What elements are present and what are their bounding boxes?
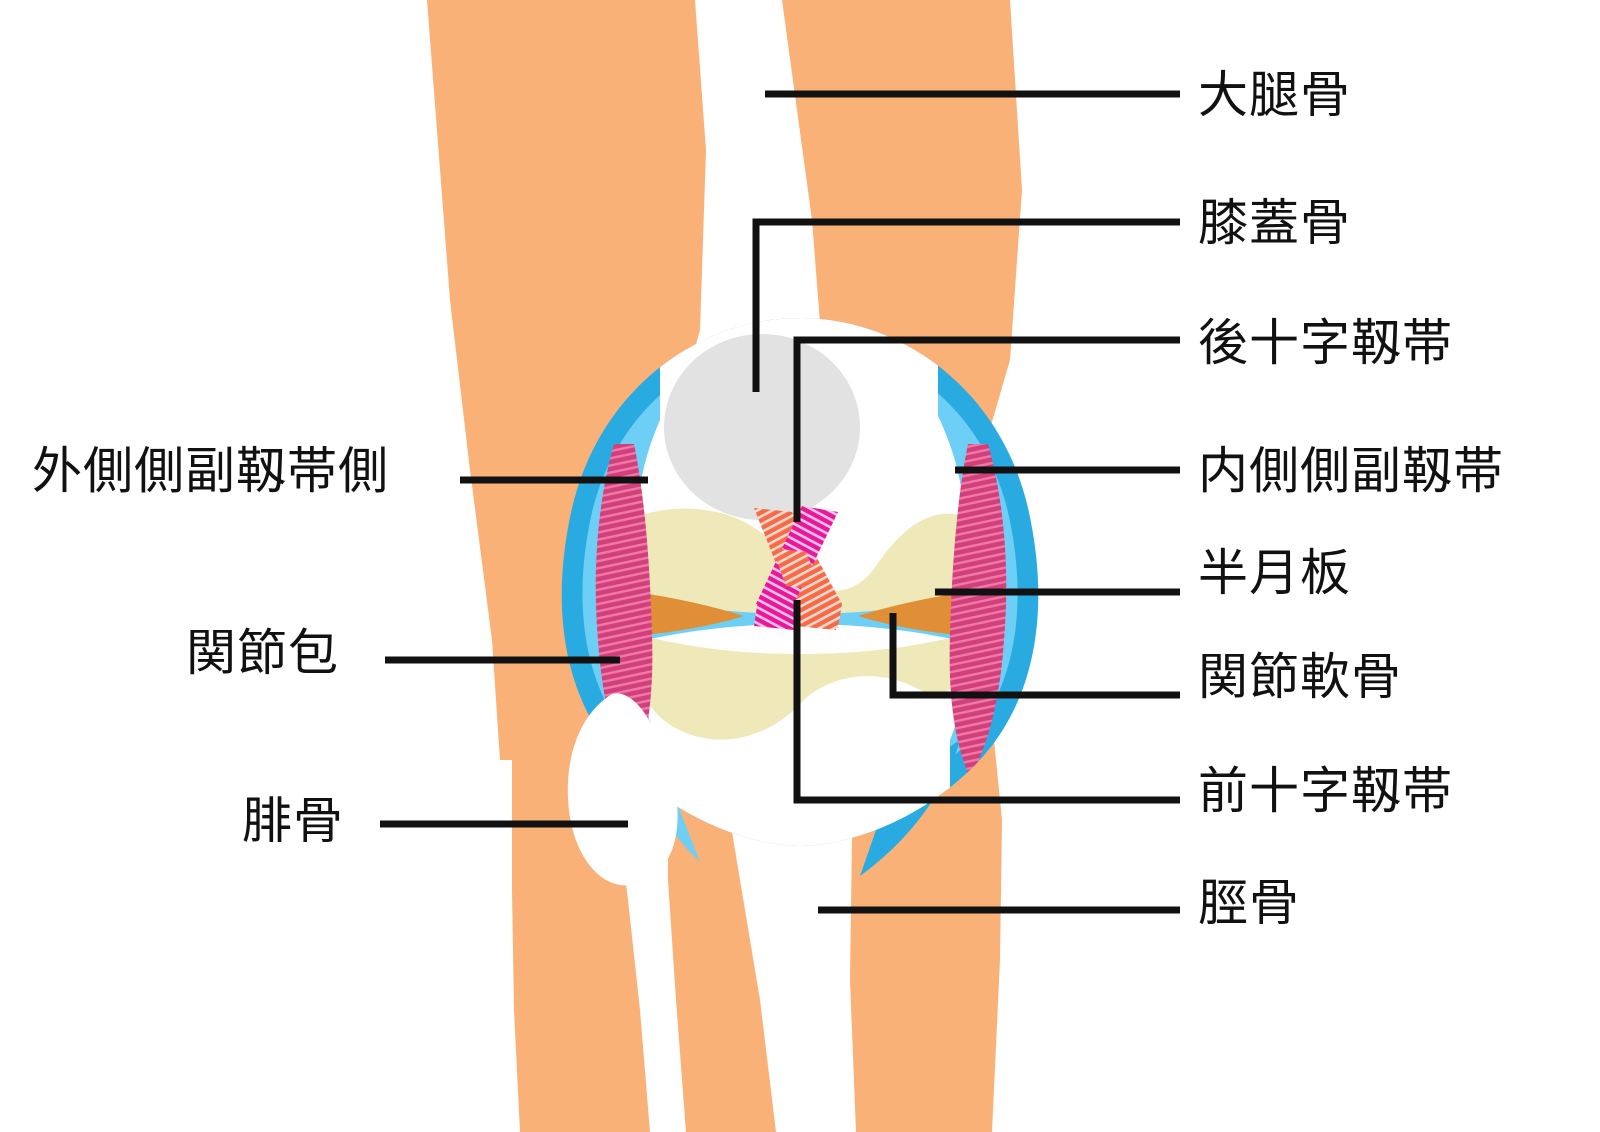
tibial-cartilage — [635, 634, 966, 740]
upper-leg-left-skin — [427, 0, 706, 760]
lower-leg-left-skin — [512, 690, 650, 1132]
leader-patella — [752, 218, 1180, 392]
lcl-band — [595, 444, 653, 778]
leader-cartilage — [889, 613, 1180, 699]
fibula-bone — [567, 693, 678, 886]
label-fibula: 腓骨 — [242, 793, 344, 849]
leader-lines — [380, 90, 1180, 914]
patella-bone — [664, 334, 860, 520]
label-posterior-cruciate-ligament: 後十字靱帯 — [1198, 315, 1453, 371]
leader-pcl — [793, 336, 1180, 522]
label-medial-collateral-ligament: 内側側副靱帯 — [1198, 443, 1504, 499]
label-joint-capsule: 関節包 — [186, 625, 339, 681]
label-patella: 膝蓋骨 — [1198, 195, 1351, 251]
label-anterior-cruciate-ligament: 前十字靱帯 — [1198, 763, 1453, 819]
pcl-band-lower — [754, 600, 798, 630]
label-lateral-collateral-ligament: 外側側副靱帯側 — [32, 443, 389, 499]
meniscus-lateral — [636, 592, 744, 636]
cruciate-crossing-center — [772, 548, 822, 590]
label-tibia: 脛骨 — [1198, 875, 1300, 931]
leader-acl — [793, 600, 1180, 804]
meniscus-medial — [858, 592, 966, 636]
femoral-cartilage — [637, 508, 965, 614]
label-articular-cartilage: 関節軟骨 — [1198, 649, 1402, 705]
label-femur: 大腿骨 — [1198, 67, 1351, 123]
acl-band-lower — [796, 600, 840, 630]
label-meniscus: 半月板 — [1198, 545, 1351, 601]
